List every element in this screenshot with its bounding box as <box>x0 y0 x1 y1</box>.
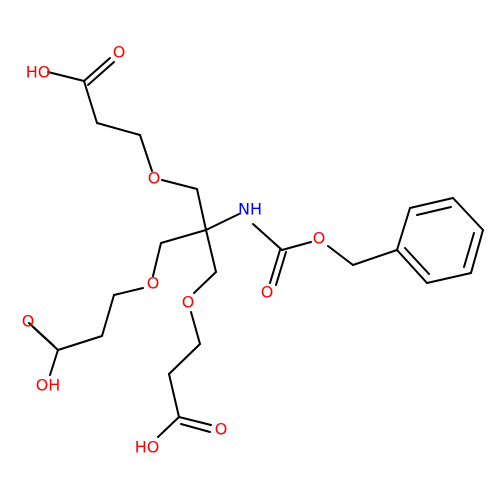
bond <box>28 322 55 347</box>
bond <box>139 134 153 172</box>
atom-label-oh: HO <box>26 63 51 82</box>
atom-label-o: O <box>182 293 195 312</box>
atom-labels: HO O O NH O O O O O OH O HO <box>22 43 326 457</box>
bond <box>470 229 484 274</box>
bond <box>113 287 144 296</box>
atom-label-o: O <box>261 283 274 302</box>
bond <box>161 179 198 190</box>
bond <box>157 416 180 438</box>
bond <box>396 249 428 284</box>
bond <box>275 251 287 286</box>
bond <box>190 311 201 345</box>
bond <box>463 232 475 268</box>
bond <box>87 61 115 86</box>
atom-label-o: O <box>22 312 35 331</box>
atom-label-o: O <box>113 43 126 62</box>
bond <box>160 229 207 244</box>
bond <box>168 373 180 418</box>
bond <box>83 80 98 124</box>
bond <box>178 416 212 426</box>
bonds <box>28 57 484 438</box>
bond <box>281 241 312 251</box>
bond <box>152 242 162 277</box>
bond <box>57 335 103 351</box>
atom-label-o: O <box>147 274 160 293</box>
bond <box>47 71 85 82</box>
atom-label-o: O <box>148 169 161 188</box>
atom-label-o: O <box>215 420 228 439</box>
bond <box>96 122 141 136</box>
bond <box>452 197 484 231</box>
bond <box>416 206 452 216</box>
bond <box>352 249 398 266</box>
atom-label-oh: OH <box>36 376 61 395</box>
atom-label-o: O <box>313 229 326 248</box>
atom-label-nh: NH <box>238 200 262 219</box>
bond <box>193 271 217 294</box>
bond <box>205 213 240 231</box>
bond <box>180 423 211 433</box>
bond <box>396 207 411 251</box>
bond <box>83 57 111 82</box>
bond <box>252 223 283 251</box>
bond <box>205 229 217 273</box>
bond <box>49 349 59 376</box>
atom-label-oh: HO <box>135 438 160 457</box>
bond <box>168 343 201 375</box>
bond <box>327 245 354 266</box>
bond <box>196 188 207 231</box>
bond <box>409 197 454 209</box>
bond <box>101 294 115 337</box>
bond <box>404 247 430 275</box>
bond <box>269 249 281 284</box>
bond <box>426 272 472 284</box>
